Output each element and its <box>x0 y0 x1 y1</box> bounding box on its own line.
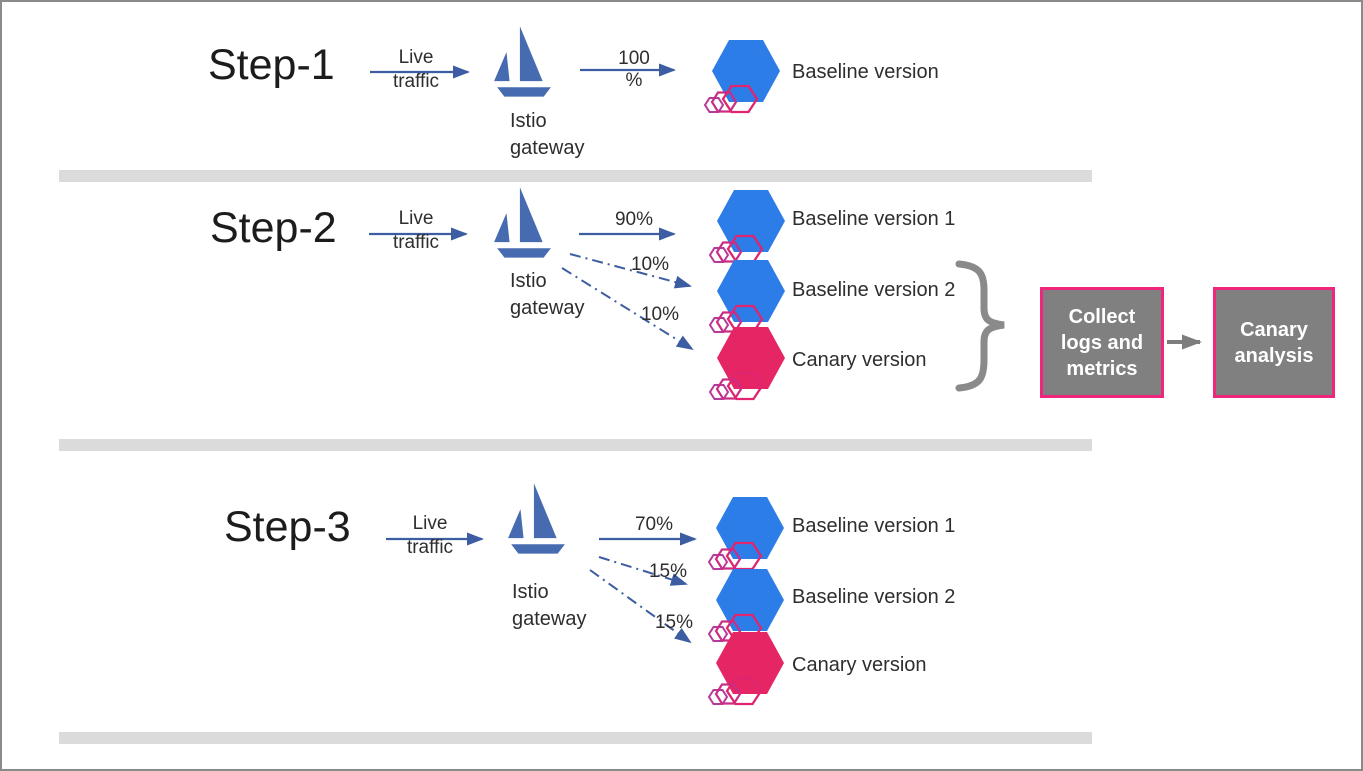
s2-live-traffic-label: Live traffic <box>392 208 440 253</box>
s1-baseline-node <box>702 38 792 122</box>
s3-live-traffic-label: Live traffic <box>406 513 454 558</box>
baseline-hexagon-icon <box>708 260 785 334</box>
s2-percent-10b-label: 10% <box>640 304 680 325</box>
s2-route-10b-arrow <box>561 267 694 351</box>
s3-istio-gateway-icon <box>508 483 565 554</box>
s3-canary-label: Canary version <box>792 654 927 676</box>
s1-baseline-label: Baseline version <box>792 61 939 83</box>
s3-route-15b-arrow <box>589 569 692 644</box>
s2-percent-10a-label: 10% <box>630 254 670 275</box>
s3-baseline-2-label: Baseline version 2 <box>792 586 956 608</box>
baseline-hexagon-icon <box>708 190 785 264</box>
separator-1 <box>59 170 1092 182</box>
separator-3 <box>59 732 1092 744</box>
s2-baseline-1-label: Baseline version 1 <box>792 208 956 230</box>
s2-baseline-1-node <box>707 188 797 272</box>
s1-percent-100-label: 100 % <box>618 48 650 91</box>
s1-istio-gateway-icon <box>494 26 551 97</box>
canary-analysis-box: Canary analysis <box>1213 287 1335 398</box>
s1-istio-gateway-label: Istio gateway <box>510 110 585 159</box>
s3-baseline-1-label: Baseline version 1 <box>792 515 956 537</box>
s3-percent-15a-label: 15% <box>648 561 688 582</box>
s3-canary-node <box>706 630 796 714</box>
s2-baseline-2-label: Baseline version 2 <box>792 279 956 301</box>
s2-route-10a-arrow <box>569 253 692 289</box>
s3-route-15a-arrow <box>598 556 688 586</box>
canary-hexagon-icon <box>708 327 785 401</box>
canary-hexagon-icon <box>707 632 784 706</box>
s3-percent-15b-label: 15% <box>654 612 694 633</box>
s2-canary-node <box>707 325 797 409</box>
s1-live-traffic-label: Live traffic <box>392 47 440 92</box>
s2-istio-gateway-icon <box>494 187 551 258</box>
s3-percent-70-label: 70% <box>634 514 674 535</box>
step-2-title: Step-2 <box>210 204 337 252</box>
step-3-title: Step-3 <box>224 503 351 551</box>
s2-istio-gateway-label: Istio gateway <box>510 270 585 319</box>
brace-icon <box>955 260 1005 392</box>
s2-baseline-2-node <box>707 258 797 342</box>
baseline-hexagon-icon <box>703 40 780 114</box>
s2-canary-label: Canary version <box>792 349 927 371</box>
s2-percent-90-label: 90% <box>614 209 654 230</box>
separator-2 <box>59 439 1092 451</box>
s3-istio-gateway-label: Istio gateway <box>512 581 587 630</box>
collect-logs-metrics-box: Collect logs and metrics <box>1040 287 1164 398</box>
step-1-title: Step-1 <box>208 41 335 89</box>
